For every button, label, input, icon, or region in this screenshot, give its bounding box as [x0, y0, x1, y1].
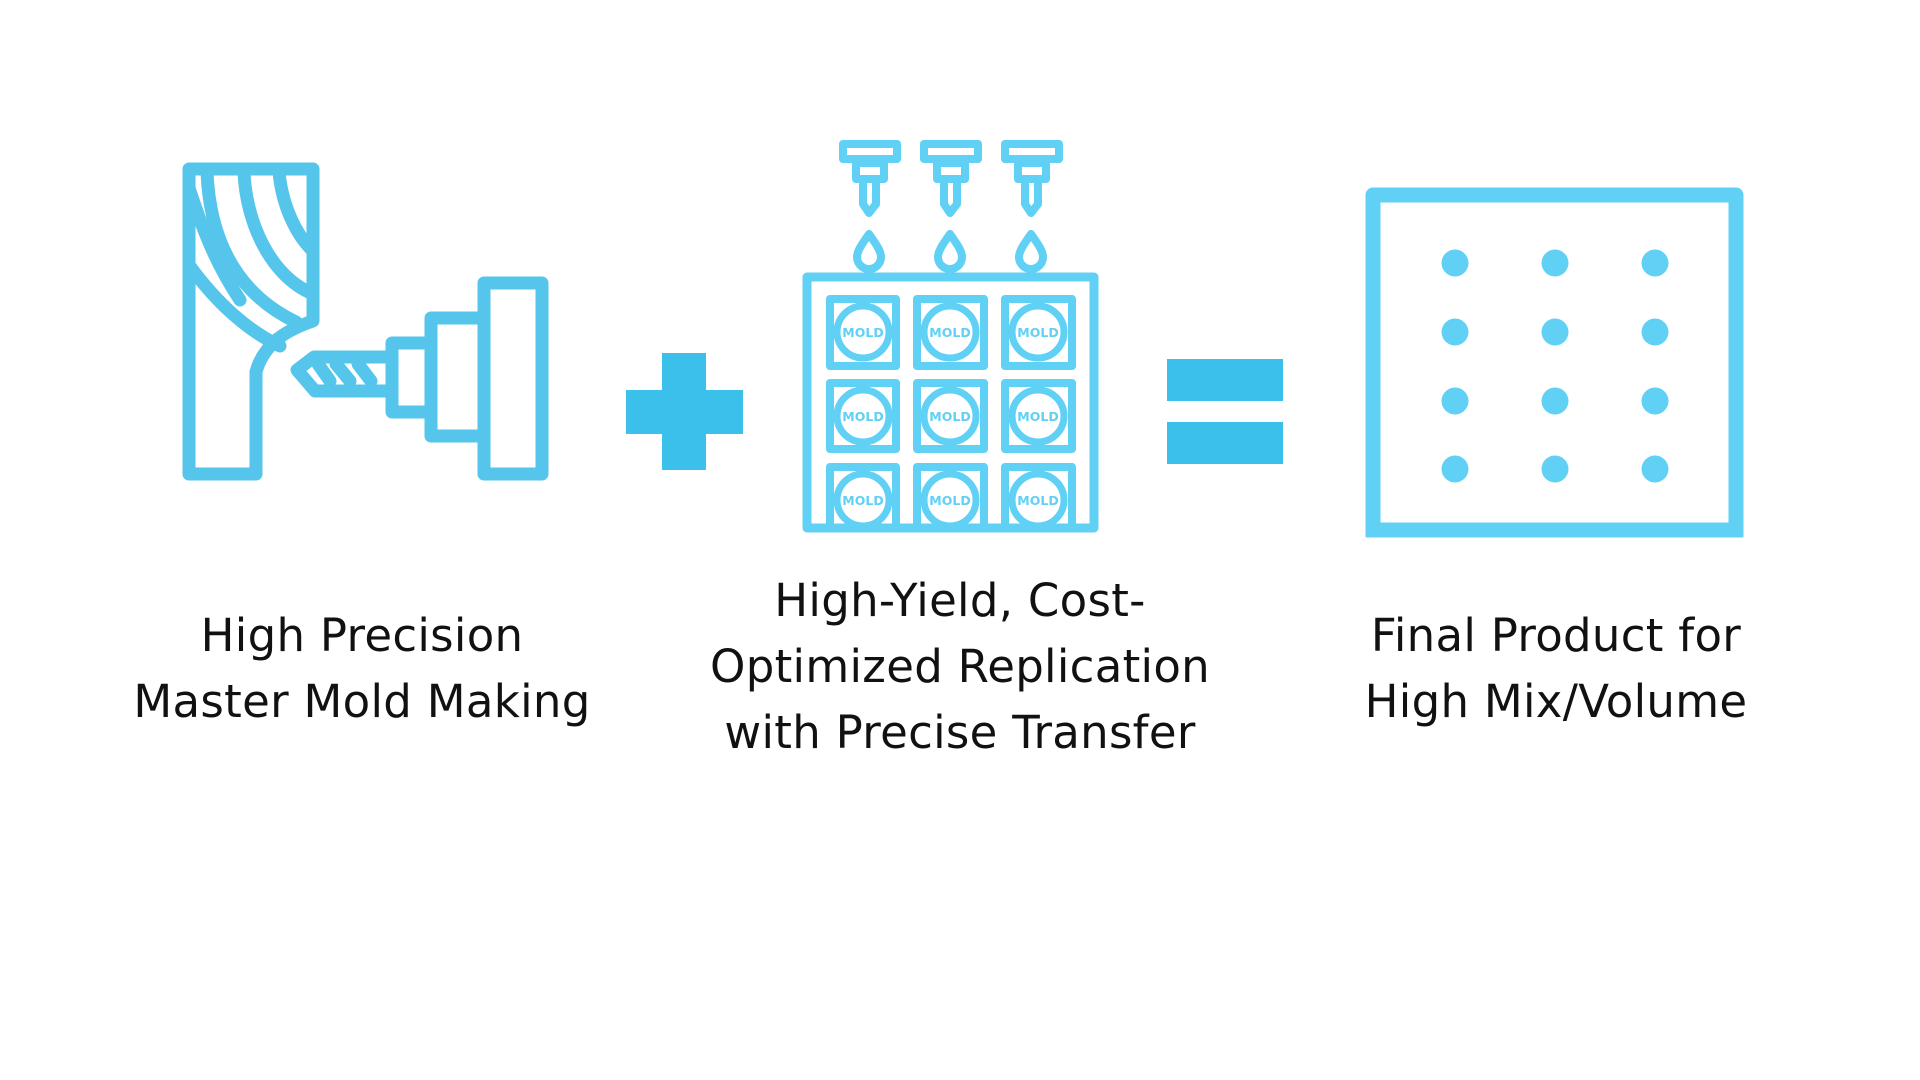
svg-text:MOLD: MOLD: [929, 409, 970, 424]
label-line: Optimized Replication: [710, 640, 1210, 693]
label-line: Final Product for: [1370, 609, 1742, 662]
label-line: High Precision: [200, 609, 524, 662]
cnc-milling-drill-icon: [182, 162, 549, 481]
label-line: High Mix/Volume: [1364, 675, 1748, 728]
svg-text:MOLD: MOLD: [1017, 409, 1058, 424]
label-line: High-Yield, Cost-: [774, 574, 1146, 627]
svg-text:MOLD: MOLD: [842, 325, 883, 340]
dot-grid: [1441, 249, 1669, 483]
step-label-replication: High-Yield, Cost- Optimized Replication …: [700, 568, 1220, 766]
nozzle-icon: [839, 140, 901, 273]
svg-text:MOLD: MOLD: [1017, 493, 1058, 508]
nozzle-icon: [920, 140, 982, 273]
equals-icon: [1167, 359, 1283, 464]
label-line: Master Mold Making: [133, 675, 591, 728]
step-label-final-product: Final Product for High Mix/Volume: [1316, 603, 1796, 735]
mold-tray-frame: [802, 272, 1099, 533]
svg-text:MOLD: MOLD: [842, 409, 883, 424]
svg-text:MOLD: MOLD: [929, 325, 970, 340]
mold-cell-labels: MOLD MOLD MOLD MOLD MOLD MOLD MOLD MOLD …: [842, 325, 1058, 508]
label-line: with Precise Transfer: [724, 706, 1196, 759]
plus-icon: [626, 353, 743, 470]
svg-text:MOLD: MOLD: [929, 493, 970, 508]
step-label-master-mold: High Precision Master Mold Making: [112, 603, 612, 735]
dot-array-product-icon: [1365, 187, 1744, 538]
mold-cells: [826, 295, 1076, 530]
nozzle-icon: [1001, 140, 1063, 273]
mold-replication-dispensing-icon: [802, 140, 1099, 533]
svg-text:MOLD: MOLD: [1017, 325, 1058, 340]
svg-text:MOLD: MOLD: [842, 493, 883, 508]
